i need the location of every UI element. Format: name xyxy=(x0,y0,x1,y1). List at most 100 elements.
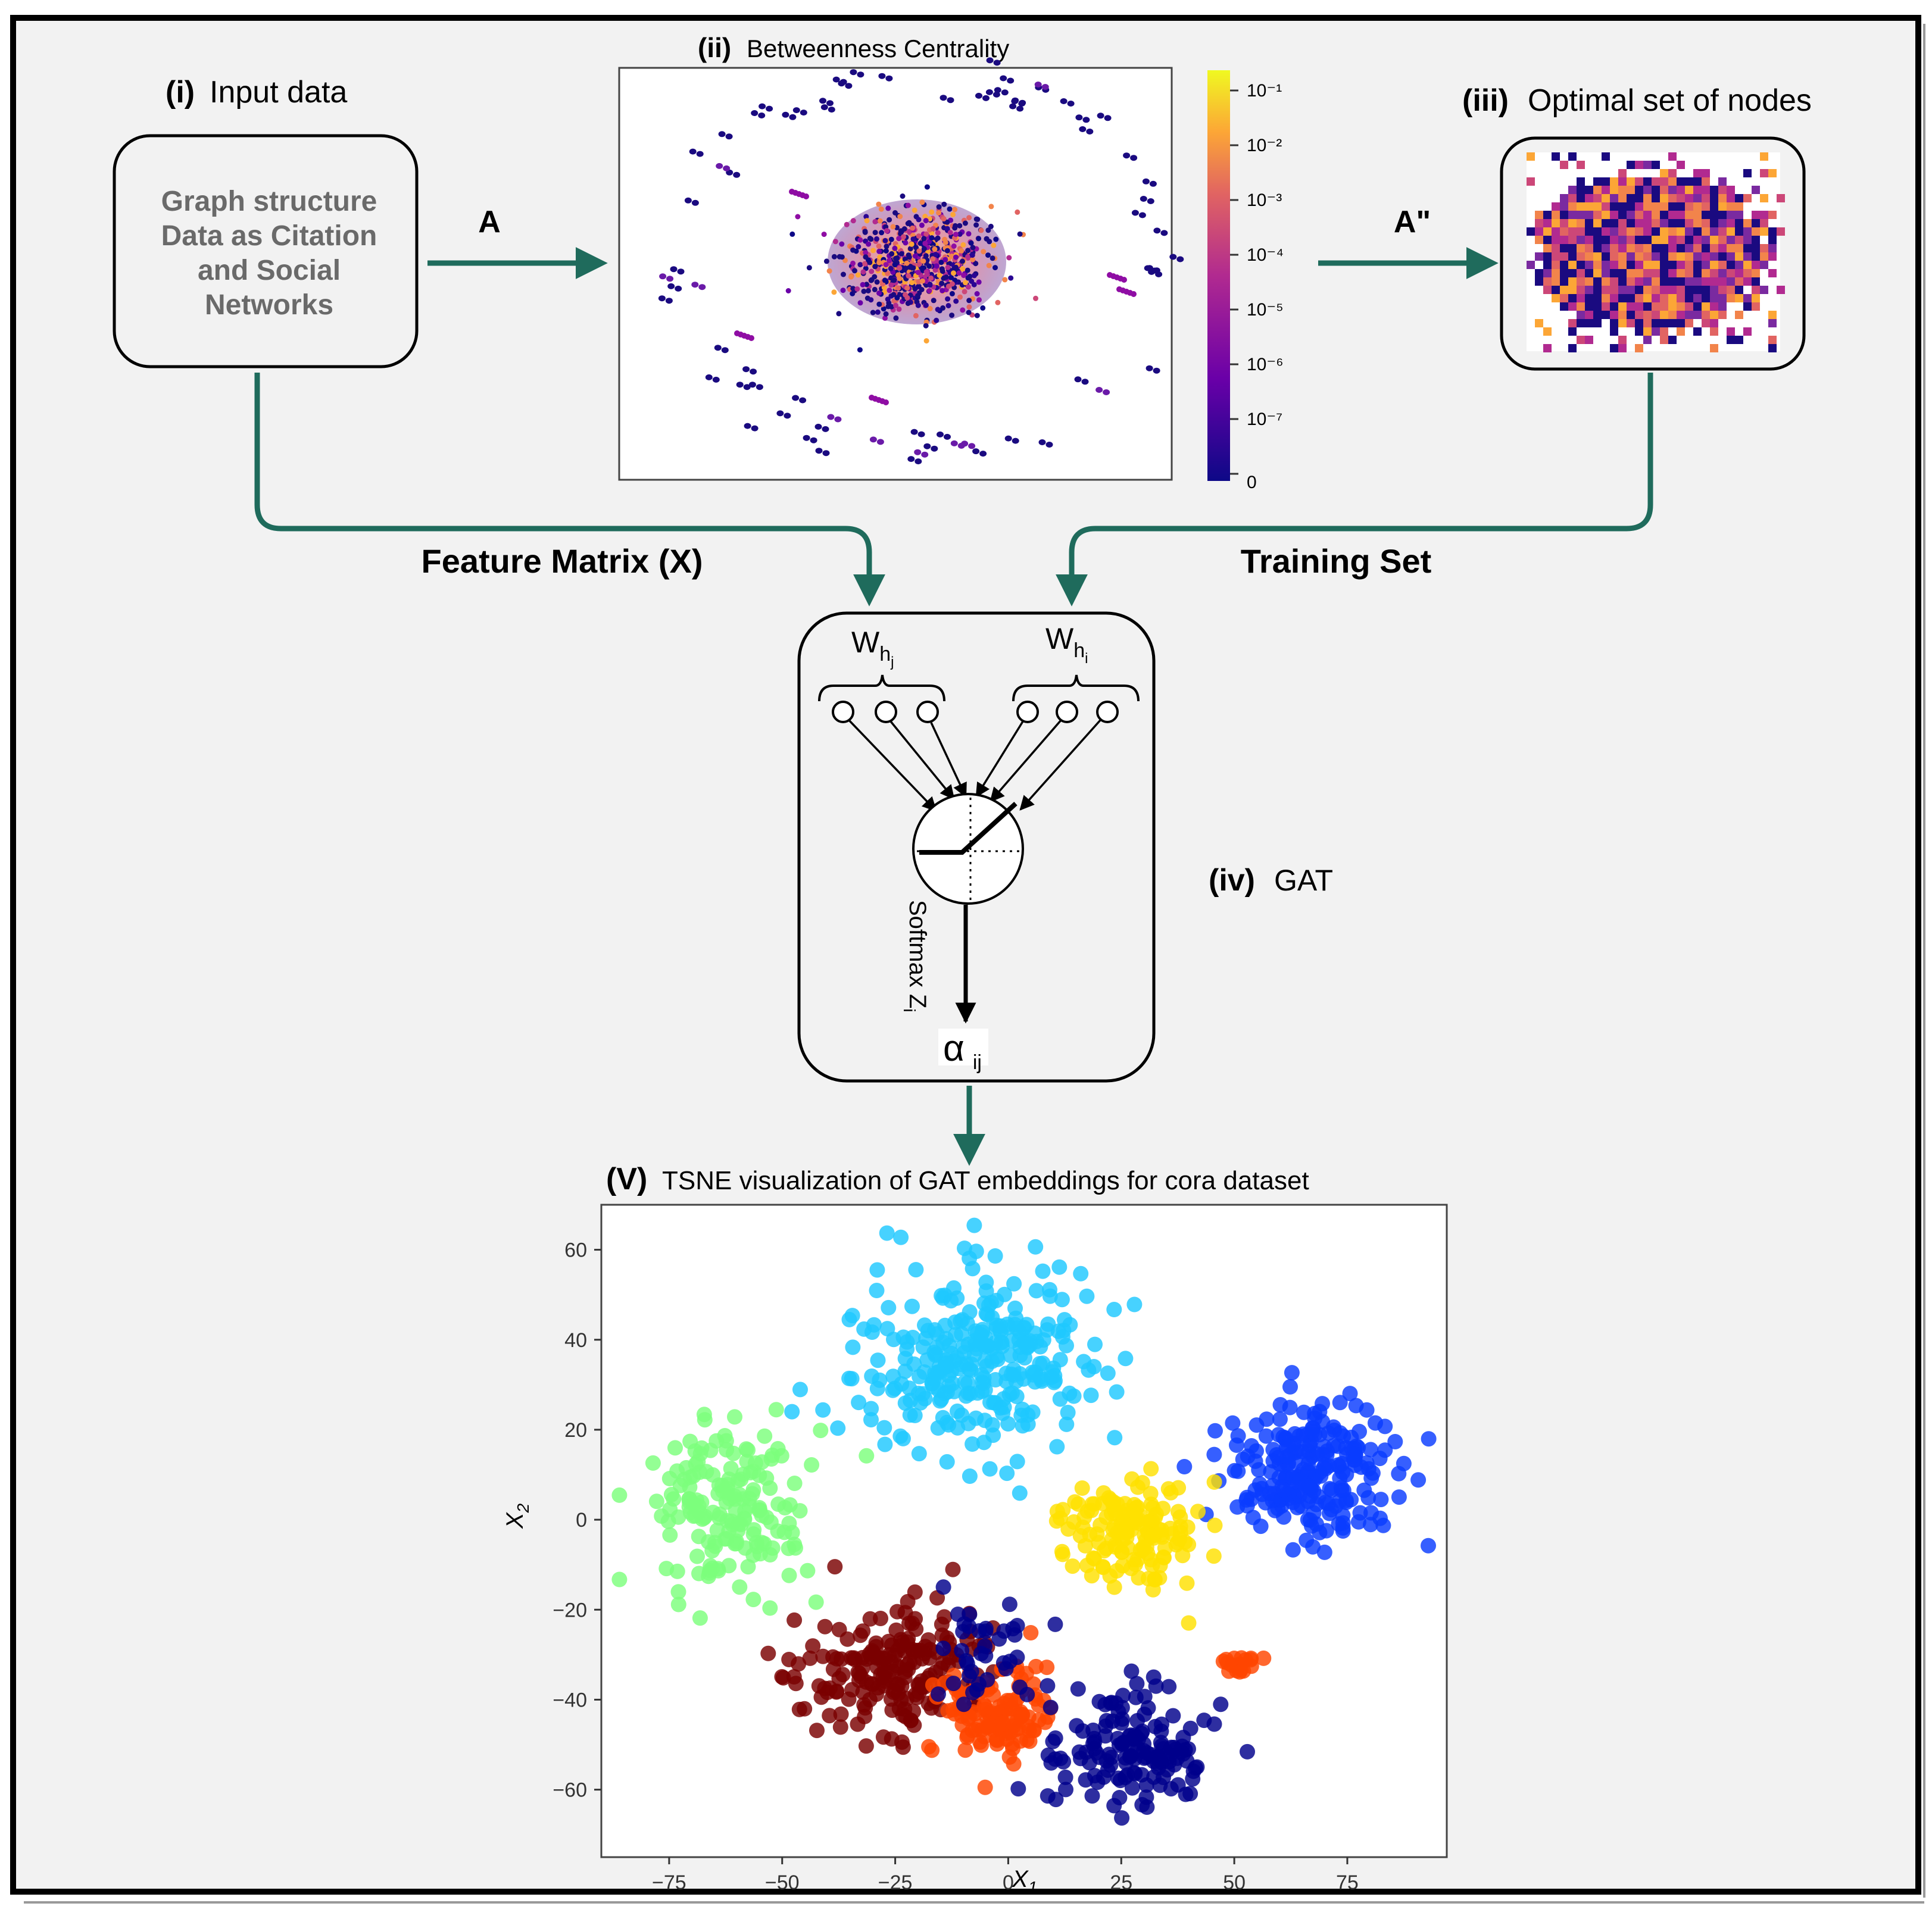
betweenness-node xyxy=(1034,82,1042,88)
optimal-node-pixel xyxy=(1618,211,1627,219)
optimal-node-pixel xyxy=(1627,227,1635,236)
tsne-point xyxy=(1106,1494,1122,1510)
optimal-node-pixel xyxy=(1685,194,1693,202)
optimal-node-pixel xyxy=(1618,244,1627,252)
betweenness-node xyxy=(884,228,889,234)
betweenness-node xyxy=(944,433,951,440)
optimal-node-pixel xyxy=(1768,211,1777,219)
tsne-point xyxy=(1058,1782,1073,1798)
betweenness-title: Betweenness Centrality xyxy=(747,35,1009,62)
tsne-point xyxy=(1363,1517,1378,1533)
optimal-node-pixel xyxy=(1768,269,1777,277)
optimal-node-pixel xyxy=(1777,194,1785,202)
tsne-point xyxy=(976,1375,992,1391)
betweenness-node xyxy=(839,79,847,85)
optimal-node-pixel xyxy=(1668,227,1677,236)
tsne-point xyxy=(1070,1681,1086,1697)
betweenness-node xyxy=(923,218,929,224)
optimal-node-pixel xyxy=(1535,227,1543,236)
optimal-node-pixel xyxy=(1677,244,1685,252)
tsne-point xyxy=(1106,1302,1122,1317)
betweenness-node xyxy=(1033,295,1038,301)
optimal-node-pixel xyxy=(1727,186,1735,194)
tsne-point xyxy=(899,1334,915,1350)
optimal-node-pixel xyxy=(1727,211,1735,219)
tsne-point xyxy=(1089,1526,1105,1542)
optimal-node-pixel xyxy=(1585,269,1593,277)
optimal-node-pixel xyxy=(1760,194,1768,202)
betweenness-node xyxy=(748,382,756,388)
optimal-node-pixel xyxy=(1618,169,1627,177)
betweenness-node xyxy=(892,245,898,251)
betweenness-node xyxy=(963,280,968,286)
tsne-point xyxy=(1006,1276,1022,1292)
optimal-node-pixel xyxy=(1643,286,1652,294)
optimal-node-pixel xyxy=(1652,261,1660,269)
betweenness-node xyxy=(782,111,789,118)
tsne-point xyxy=(670,1584,686,1600)
betweenness-node xyxy=(923,338,929,344)
betweenness-node xyxy=(882,238,888,243)
optimal-node-pixel xyxy=(1677,202,1685,211)
optimal-node-pixel xyxy=(1760,261,1768,269)
optimal-node-pixel xyxy=(1602,202,1610,211)
optimal-node-pixel xyxy=(1743,277,1752,286)
betweenness-node xyxy=(892,255,898,261)
optimal-node-pixel xyxy=(1702,177,1710,186)
tsne-point xyxy=(947,1314,963,1330)
betweenness-node xyxy=(789,231,795,237)
tsne-point xyxy=(704,1543,720,1559)
tsne-point xyxy=(1118,1351,1134,1367)
optimal-node-pixel xyxy=(1760,252,1768,261)
optimal-node-pixel xyxy=(1668,319,1677,327)
tsne-point xyxy=(1373,1492,1389,1508)
betweenness-node xyxy=(960,258,965,264)
betweenness-node xyxy=(949,312,955,318)
optimal-node-pixel xyxy=(1535,319,1543,327)
optimal-node-pixel xyxy=(1568,152,1577,161)
optimal-node-pixel xyxy=(1668,286,1677,294)
betweenness-node xyxy=(962,220,968,226)
optimal-node-pixel xyxy=(1577,194,1585,202)
tsne-point xyxy=(1079,1288,1095,1304)
optimal-node-pixel xyxy=(1527,177,1535,186)
tsne-point xyxy=(1007,1300,1023,1316)
tsne-point xyxy=(711,1510,727,1526)
tsne-point xyxy=(858,1738,874,1754)
betweenness-node xyxy=(1009,103,1017,110)
betweenness-node xyxy=(990,255,995,261)
optimal-node-pixel xyxy=(1685,219,1693,227)
betweenness-node xyxy=(1067,101,1075,107)
betweenness-node xyxy=(1151,267,1159,274)
betweenness-node xyxy=(831,289,837,295)
optimal-node-pixel xyxy=(1627,219,1635,227)
betweenness-node xyxy=(992,91,1000,98)
optimal-node-pixel xyxy=(1627,202,1635,211)
optimal-node-pixel xyxy=(1635,344,1643,352)
betweenness-node xyxy=(869,436,877,443)
optimal-node-pixel xyxy=(1635,244,1643,252)
optimal-node-pixel xyxy=(1752,244,1760,252)
optimal-node-pixel xyxy=(1610,211,1618,219)
optimal-node-pixel xyxy=(1535,211,1543,219)
tsne-point xyxy=(977,1779,993,1795)
tsne-point xyxy=(1078,1772,1094,1788)
tsne-point xyxy=(893,1229,909,1245)
optimal-node-pixel xyxy=(1560,236,1568,244)
optimal-node-pixel xyxy=(1602,236,1610,244)
betweenness-node xyxy=(876,201,882,207)
optimal-node-pixel xyxy=(1710,344,1718,352)
tsne-point xyxy=(1045,1733,1061,1749)
optimal-node-pixel xyxy=(1727,236,1735,244)
betweenness-node xyxy=(973,261,979,267)
optimal-node-pixel xyxy=(1627,252,1635,261)
optimal-node-pixel xyxy=(1627,236,1635,244)
optimal-node-pixel xyxy=(1693,194,1702,202)
optimal-node-pixel xyxy=(1610,194,1618,202)
betweenness-node xyxy=(948,274,954,280)
optimal-node-pixel xyxy=(1702,311,1710,319)
tsne-point xyxy=(1107,1430,1123,1446)
tsne-point xyxy=(1332,1470,1348,1486)
betweenness-node xyxy=(850,286,856,292)
optimal-node-pixel xyxy=(1543,227,1552,236)
